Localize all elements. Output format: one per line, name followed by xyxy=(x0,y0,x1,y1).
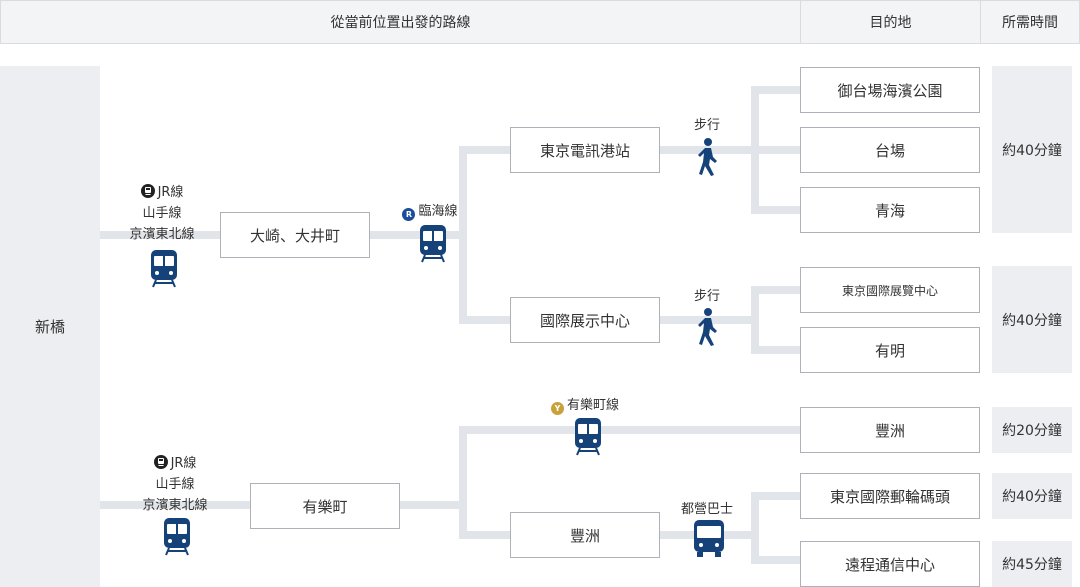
connector-line xyxy=(751,286,759,354)
connector-line xyxy=(459,316,511,324)
yurakucho-badge-icon: Y xyxy=(550,402,564,415)
header-destination: 目的地 xyxy=(800,0,981,44)
connector-line xyxy=(751,146,801,154)
transfer-yurakucho: 有樂町 xyxy=(250,483,400,529)
walking-person-icon xyxy=(698,138,717,176)
transfer-osaki: 大崎、大井町 xyxy=(220,212,370,258)
connector-line xyxy=(751,492,801,500)
destination-telework-center: 遠程通信中心 xyxy=(800,541,980,587)
header-route-label: 從當前位置出發的路線 xyxy=(330,15,471,31)
station-kokusai-tenjijo: 國際展示中心 xyxy=(510,297,660,343)
connector-line xyxy=(459,146,467,324)
connector-line xyxy=(459,426,801,434)
connector-line xyxy=(751,492,759,564)
station-kokusai-tenjijo-label: 國際展示中心 xyxy=(539,311,630,330)
train-icon xyxy=(575,418,601,456)
train-icon xyxy=(420,225,446,263)
connector-line xyxy=(459,531,511,539)
jr-line-label-lower: JR線 山手線 京濱東北線 xyxy=(142,455,208,513)
connector-line xyxy=(399,501,463,509)
walk-label: 步行 xyxy=(693,289,720,304)
destination-toyosu: 豐洲 xyxy=(800,407,980,453)
travel-time-cruise: 約40分鐘 xyxy=(992,473,1072,519)
destination-big-sight: 東京國際展覽中心 xyxy=(800,267,980,313)
travel-time-group2: 約40分鐘 xyxy=(992,266,1072,373)
station-toyosu: 豐洲 xyxy=(510,512,660,558)
transfer-osaki-label: 大崎、大井町 xyxy=(249,226,340,245)
travel-time-group1: 約40分鐘 xyxy=(992,66,1072,233)
station-tokyo-teleport-label: 東京電訊港站 xyxy=(539,141,630,160)
connector-line xyxy=(459,426,467,538)
bus-icon xyxy=(694,520,724,557)
walk-label: 步行 xyxy=(693,118,720,133)
walking-person-icon xyxy=(698,308,717,346)
connector-line xyxy=(751,556,801,564)
travel-time-telework: 約45分鐘 xyxy=(992,541,1072,587)
header-time-label: 所需時間 xyxy=(1002,15,1058,31)
destination-seaside-park: 御台場海濱公園 xyxy=(800,67,980,113)
station-tokyo-teleport: 東京電訊港站 xyxy=(510,127,660,173)
bus-label: 都營巴士 xyxy=(680,502,733,517)
destination-aomi: 青海 xyxy=(800,187,980,233)
origin-station: 新橋 xyxy=(0,66,100,587)
connector-line xyxy=(100,501,250,509)
destination-daiba: 台場 xyxy=(800,127,980,173)
header-destination-label: 目的地 xyxy=(869,15,912,31)
jr-train-badge-icon xyxy=(140,184,155,198)
connector-line xyxy=(100,231,220,239)
connector-line xyxy=(751,346,801,354)
connector-line xyxy=(459,146,511,154)
jr-keihin-tohoku: 京濱東北線 xyxy=(129,227,195,242)
rinkai-line-name: 臨海線 xyxy=(418,204,458,219)
connector-line xyxy=(751,86,801,94)
rinkai-badge-icon: R xyxy=(402,208,416,221)
connector-line xyxy=(369,231,463,239)
header-route: 從當前位置出發的路線 xyxy=(0,0,801,44)
train-icon xyxy=(151,250,177,288)
origin-label: 新橋 xyxy=(34,318,65,336)
jr-line-name: JR線 xyxy=(157,185,184,200)
destination-ariake: 有明 xyxy=(800,327,980,373)
connector-line xyxy=(751,286,801,294)
jr-line-label-upper: JR線 山手線 京濱東北線 xyxy=(112,182,212,245)
jr-train-badge-icon xyxy=(153,455,168,469)
travel-time-toyosu: 約20分鐘 xyxy=(992,407,1072,453)
destination-cruise-terminal: 東京國際郵輪碼頭 xyxy=(800,473,980,519)
connector-line xyxy=(751,206,801,214)
train-icon xyxy=(164,518,190,556)
header-time: 所需時間 xyxy=(980,0,1080,44)
jr-yamanote: 山手線 xyxy=(142,206,182,221)
